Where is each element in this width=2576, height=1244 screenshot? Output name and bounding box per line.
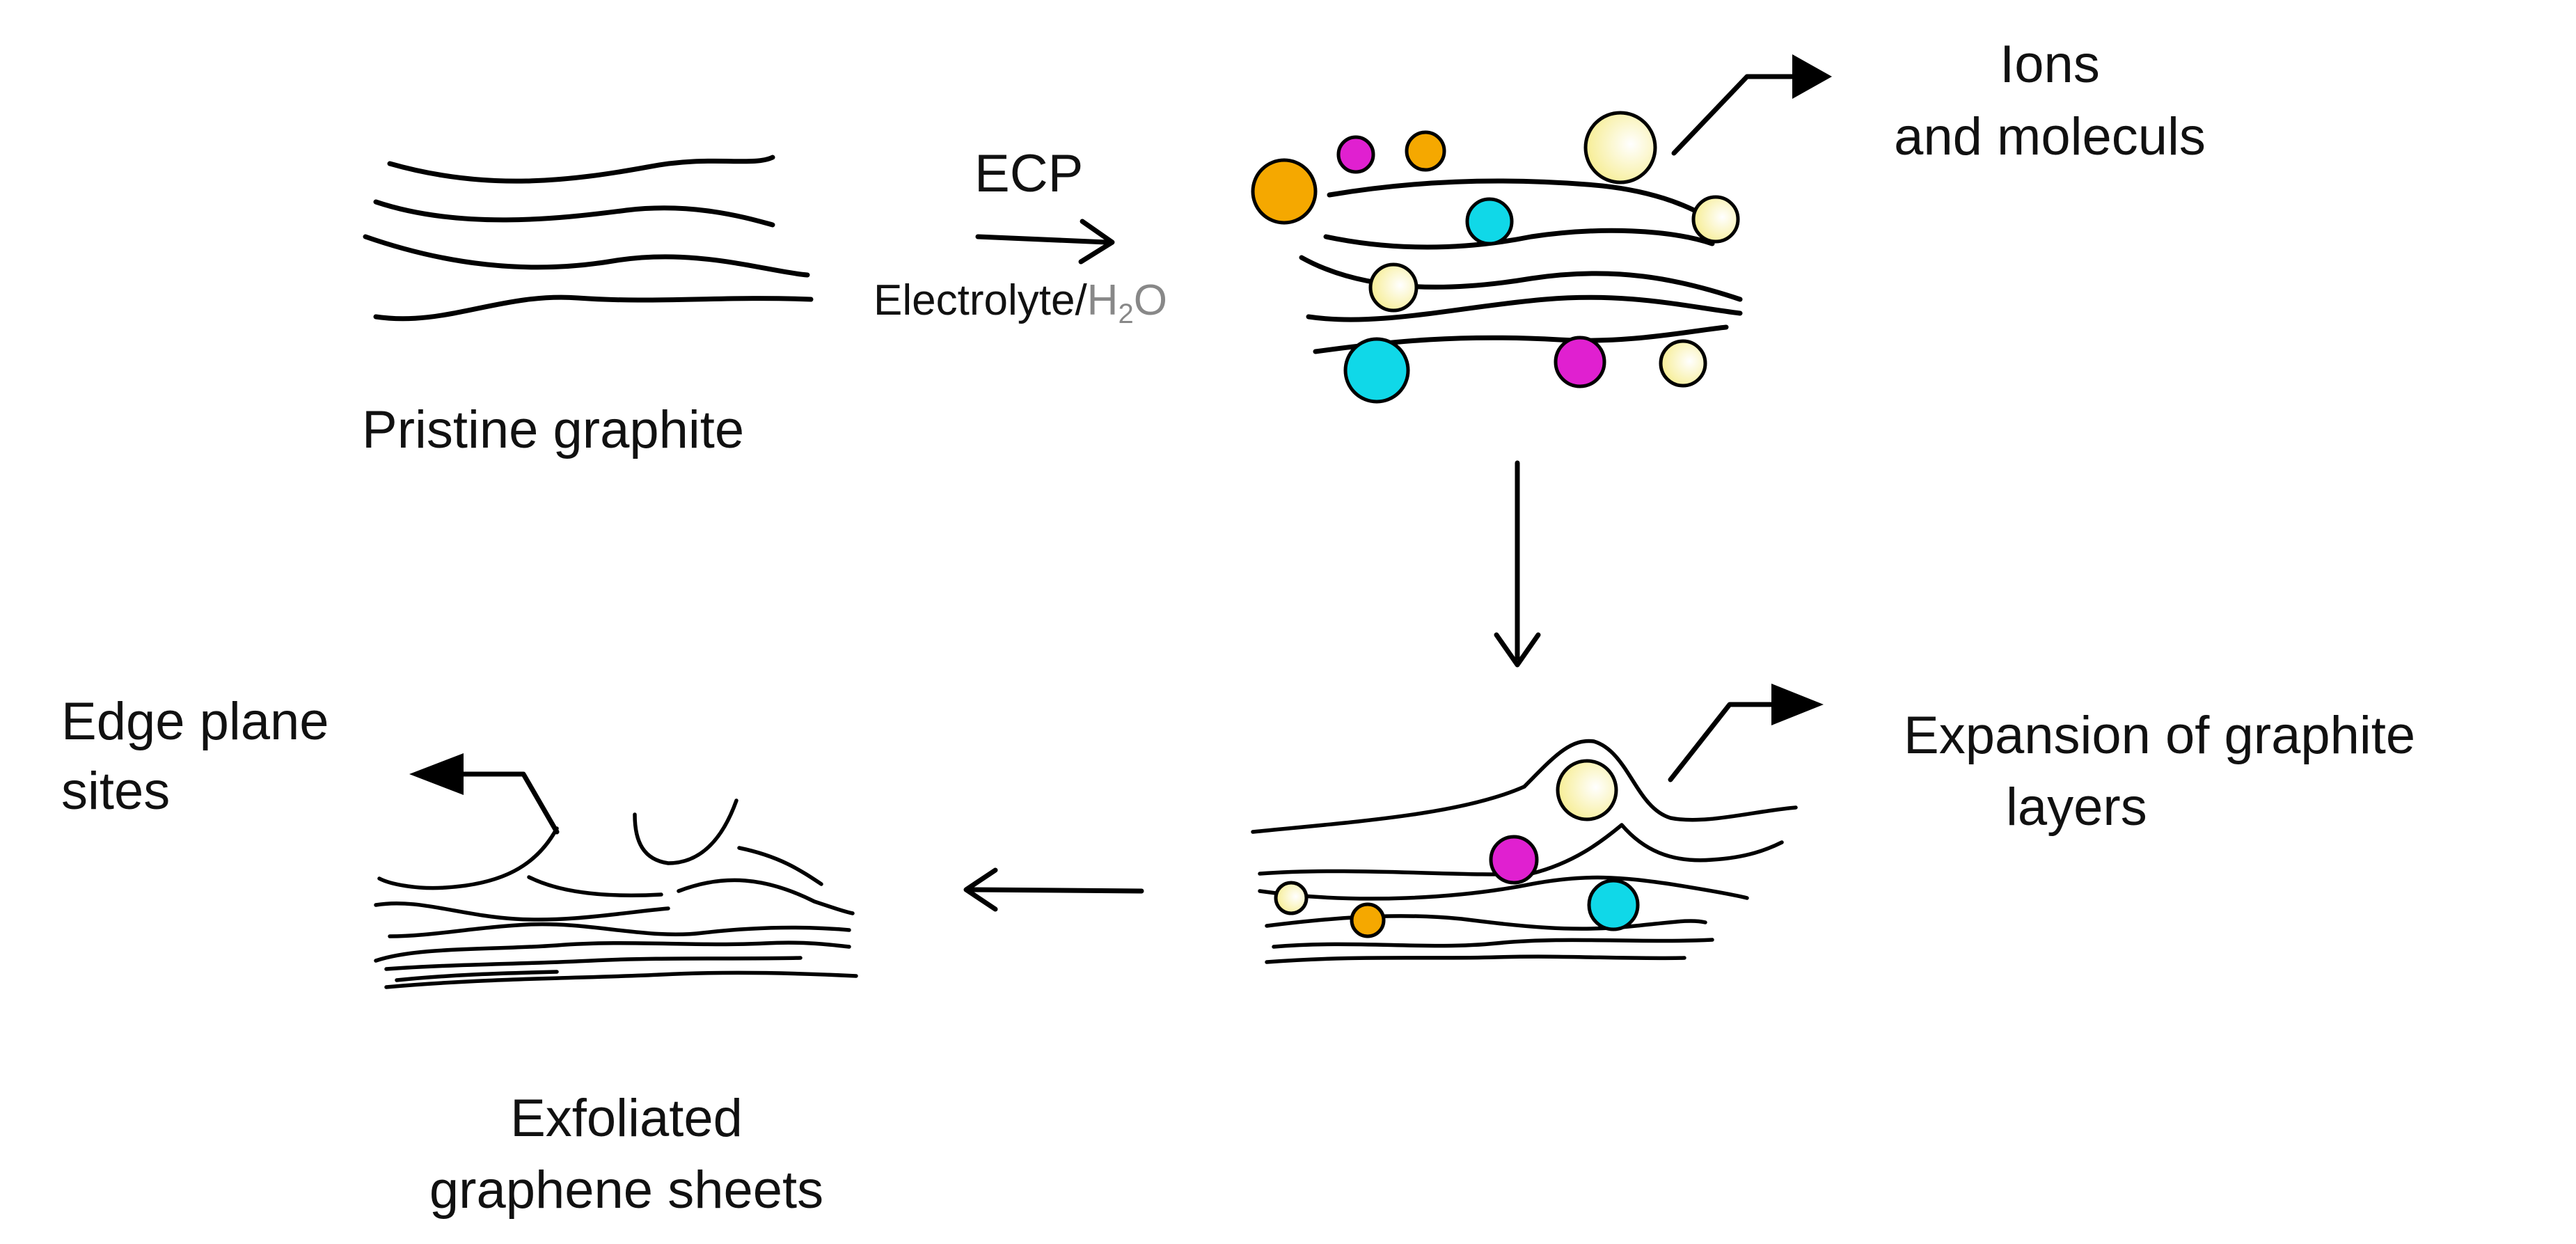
ion-cyan	[1465, 197, 1514, 246]
ion-magenta-right	[1554, 336, 1606, 388]
left-arrow	[963, 867, 1144, 912]
electrolyte-label: Electrolyte/H2O	[874, 276, 1167, 329]
edge-plane-label-line2: sites	[61, 762, 170, 821]
exp-ion-magenta	[1489, 835, 1539, 885]
exp-molecule-pale-large	[1556, 759, 1618, 821]
ions-and-molecules	[1251, 111, 1740, 404]
pristine-graphite-label: Pristine graphite	[362, 400, 744, 459]
exfoliated-graphene-sheets	[374, 798, 858, 989]
exp-ion-cyan	[1587, 879, 1640, 931]
exp-molecule-pale-small	[1274, 881, 1309, 915]
expansion-label-line2: layers	[2006, 778, 2147, 837]
exfoliated-label-line2: graphene sheets	[429, 1160, 823, 1220]
ion-magenta	[1336, 135, 1375, 174]
molecule-pale-right	[1691, 195, 1740, 244]
ions-label: Ions	[2000, 35, 2100, 94]
molecule-pale-large	[1583, 111, 1657, 184]
ion-orange	[1251, 158, 1318, 225]
molecule-pale-left	[1368, 262, 1419, 313]
ecp-label: ECP	[974, 144, 1083, 203]
exp-ion-orange	[1350, 902, 1386, 938]
expansion-pointer-arrow	[1668, 684, 1824, 782]
ion-orange-small	[1405, 130, 1446, 172]
pristine-graphite-layers	[363, 155, 814, 322]
expanded-graphite-layers	[1251, 739, 1798, 964]
edge-plane-label-line1: Edge plane	[61, 692, 329, 751]
down-arrow	[1494, 460, 1541, 668]
exfoliated-label-line1: Exfoliated	[510, 1089, 743, 1148]
intercalated-graphite-layers	[1299, 178, 1743, 354]
ion-cyan-large	[1343, 337, 1410, 404]
ecp-arrow	[975, 219, 1115, 265]
molecules-label: and moleculs	[1894, 107, 2206, 166]
molecule-pale-bottom	[1659, 339, 1707, 388]
ions-pointer-arrow	[1671, 54, 1832, 156]
expansion-label-line1: Expansion of graphite	[1904, 706, 2415, 765]
edge-pointer-arrow	[409, 753, 560, 835]
expanded-ions	[1274, 759, 1640, 938]
